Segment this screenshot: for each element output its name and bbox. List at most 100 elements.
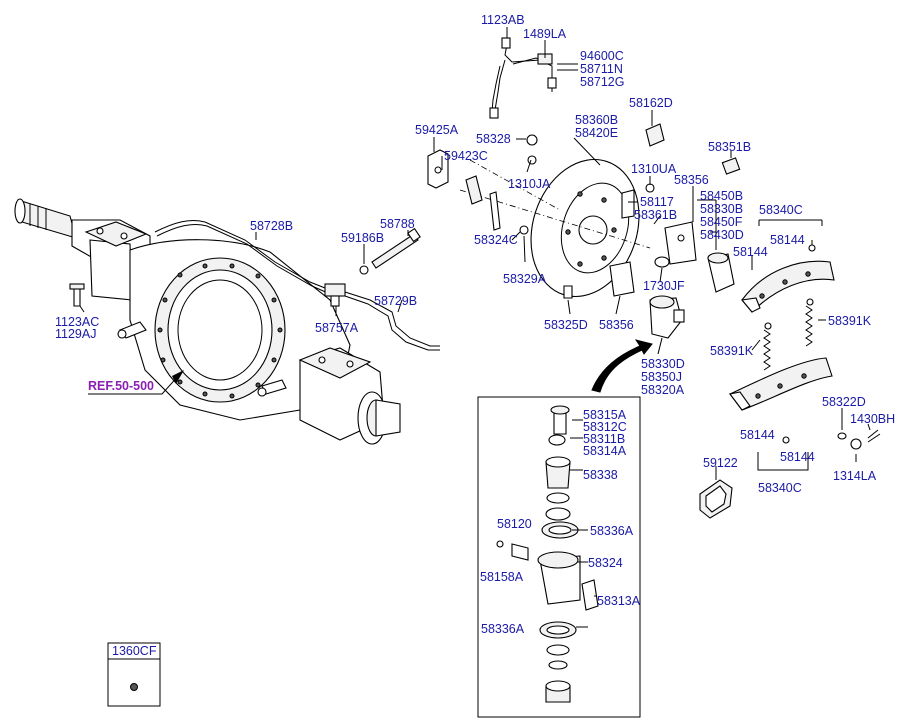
bolt-1123AB bbox=[501, 37, 511, 49]
label-1123AB: 1123AB bbox=[481, 13, 525, 27]
label-58158A: 58158A bbox=[480, 570, 524, 584]
ref-arrow bbox=[88, 373, 181, 395]
label-58351B: 58351B bbox=[708, 140, 751, 154]
label-58320A: 58320A bbox=[641, 383, 685, 397]
label-1430BH: 1430BH bbox=[850, 412, 895, 426]
label-58361B: 58361B bbox=[634, 208, 677, 222]
brake-pipe-58729B bbox=[344, 291, 440, 351]
part-labels: 1123AB 1489LA 94600C 58711N 58712G 58162… bbox=[55, 13, 895, 658]
label-58340C-bottom: 58340C bbox=[758, 481, 802, 495]
backing-plate-58360B bbox=[459, 158, 651, 298]
label-58430D: 58430D bbox=[700, 228, 744, 242]
label-58450B: 58450B bbox=[700, 189, 743, 203]
label-59423C: 59423C bbox=[444, 149, 488, 163]
label-58360B: 58360B bbox=[575, 113, 618, 127]
brake-shoe-upper-58340C bbox=[740, 260, 835, 313]
label-58757A: 58757A bbox=[315, 321, 359, 335]
label-58338: 58338 bbox=[583, 468, 618, 482]
label-58325D: 58325D bbox=[544, 318, 588, 332]
label-58314A: 58314A bbox=[583, 444, 627, 458]
pin-58144-top bbox=[808, 244, 816, 252]
bleeder-58162D bbox=[645, 123, 665, 147]
label-59122: 59122 bbox=[703, 456, 738, 470]
label-1310JA: 1310JA bbox=[508, 177, 551, 191]
tee-fitting-58757A bbox=[324, 283, 346, 307]
label-58315A: 58315A bbox=[583, 408, 627, 422]
label-58391K-right: 58391K bbox=[828, 314, 872, 328]
label-58120: 58120 bbox=[497, 517, 532, 531]
label-58350J: 58350J bbox=[641, 370, 682, 384]
label-58729B: 58729B bbox=[374, 294, 417, 308]
gasket-59122 bbox=[699, 479, 733, 519]
brake-line-top bbox=[489, 37, 557, 119]
label-58322D: 58322D bbox=[822, 395, 866, 409]
pin-58144-bottom bbox=[782, 436, 790, 444]
label-58356-lower: 58356 bbox=[599, 318, 634, 332]
pin-1430BH bbox=[867, 429, 881, 443]
wheel-cylinder-58330D bbox=[649, 295, 685, 339]
washer-1310JA bbox=[527, 155, 537, 165]
adjuster-58117 bbox=[621, 189, 635, 219]
clip-59186B bbox=[359, 265, 369, 275]
label-1129AJ: 1129AJ bbox=[55, 327, 96, 341]
brake-pipe-58728B bbox=[154, 219, 331, 295]
spacer-59425A bbox=[427, 149, 501, 231]
label-58117: 58117 bbox=[640, 195, 674, 209]
nut-1360CF bbox=[130, 683, 138, 691]
label-1310UA: 1310UA bbox=[631, 162, 677, 176]
plate-58356-lower bbox=[609, 261, 635, 297]
label-94600C: 94600C bbox=[580, 49, 624, 63]
nut-1314LA bbox=[850, 438, 862, 450]
washer-58322D bbox=[837, 432, 847, 440]
label-58329A: 58329A bbox=[503, 272, 547, 286]
detail-arrow bbox=[591, 339, 653, 393]
label-58330D: 58330D bbox=[641, 357, 685, 371]
label-58324C: 58324C bbox=[474, 233, 518, 247]
label-58788: 58788 bbox=[380, 217, 415, 231]
label-58336A-bottom: 58336A bbox=[481, 622, 525, 636]
label-1123AC: 1123AC bbox=[55, 315, 99, 329]
brake-shoe-lower-58340C bbox=[729, 357, 833, 411]
label-58420E: 58420E bbox=[575, 126, 618, 140]
adjuster-58450B bbox=[707, 252, 735, 293]
label-58340C-top: 58340C bbox=[759, 203, 803, 217]
label-58728B: 58728B bbox=[250, 219, 293, 233]
bolt-58324C bbox=[489, 191, 501, 231]
wheel-cylinder-exploded bbox=[496, 405, 599, 703]
label-58311B: 58311B bbox=[583, 432, 625, 446]
label-58144-d: 58144 bbox=[780, 450, 815, 464]
label-58712G: 58712G bbox=[580, 75, 624, 89]
spring-58391K bbox=[763, 298, 814, 371]
ref-label[interactable]: REF.50-500 bbox=[88, 379, 154, 393]
seal-1730JF bbox=[654, 256, 670, 268]
label-59425A: 59425A bbox=[415, 123, 459, 137]
label-58313A: 58313A bbox=[597, 594, 641, 608]
label-1489LA: 1489LA bbox=[523, 27, 567, 41]
axle-housing bbox=[14, 198, 401, 445]
label-58450F: 58450F bbox=[700, 215, 743, 229]
label-1730JF: 1730JF bbox=[643, 279, 685, 293]
label-58144-c: 58144 bbox=[740, 428, 775, 442]
label-58144-b: 58144 bbox=[733, 245, 768, 259]
label-58162D: 58162D bbox=[629, 96, 673, 110]
plate-58351B bbox=[721, 157, 741, 175]
box-1360CF bbox=[107, 642, 161, 707]
label-58328: 58328 bbox=[476, 132, 511, 146]
label-58336A-top: 58336A bbox=[590, 524, 634, 538]
label-58391K-left: 58391K bbox=[710, 344, 754, 358]
nut-58328 bbox=[526, 134, 538, 146]
nut-1310UA bbox=[645, 183, 655, 193]
label-1360CF: 1360CF bbox=[112, 644, 157, 658]
label-58144-a: 58144 bbox=[770, 233, 805, 247]
label-58324: 58324 bbox=[588, 556, 623, 570]
leader-lines bbox=[79, 27, 871, 480]
hose-58788 bbox=[371, 227, 421, 269]
label-58356-upper: 58356 bbox=[674, 173, 709, 187]
label-1314LA: 1314LA bbox=[833, 469, 877, 483]
label-58330B: 58330B bbox=[700, 202, 743, 216]
detail-box bbox=[477, 396, 641, 718]
bolt-58325D bbox=[563, 285, 573, 299]
label-59186B: 59186B bbox=[341, 231, 384, 245]
